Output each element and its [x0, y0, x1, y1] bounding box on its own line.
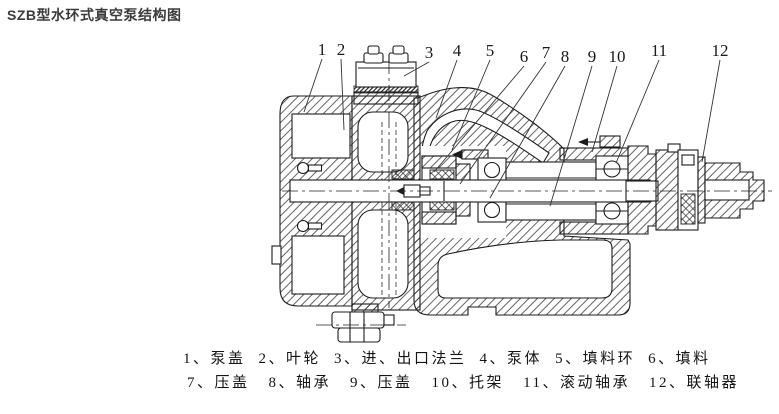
callout-number-9: 9	[588, 47, 597, 66]
legend-item-5: 5、填料环	[555, 351, 636, 367]
coupling-elastic-element	[680, 193, 696, 225]
packing-ring-top	[421, 155, 457, 169]
drain-fitting	[331, 303, 395, 343]
callout-number-7: 7	[542, 43, 551, 62]
callout-number-4: 4	[453, 41, 462, 60]
packing-top	[429, 169, 455, 180]
callout-number-8: 8	[561, 47, 570, 66]
coupling-key	[667, 143, 681, 153]
callout-number-1: 1	[318, 40, 327, 59]
legend-row-1: 1、泵盖 2、叶轮 3、进、出口法兰 4、泵体 5、填料环 6、填料	[183, 347, 739, 371]
legend-item-7: 7、压盖	[187, 375, 250, 391]
callout-leader-1	[303, 58, 323, 113]
pump-shaft	[289, 179, 659, 203]
legend-item-9: 9、压盖	[350, 375, 413, 391]
callout-leader-8	[489, 65, 566, 199]
callout-leader-9	[549, 65, 593, 207]
callout-leader-4	[435, 59, 458, 119]
coupling-bore	[704, 179, 750, 201]
stud-arrow	[452, 150, 462, 159]
flange-bolt-right	[388, 45, 409, 64]
centerlines	[282, 58, 772, 326]
legend-item-4: 4、泵体	[479, 351, 543, 367]
legend-item-10: 10、托架	[431, 375, 505, 391]
legend-item-6: 6、填料	[648, 351, 711, 367]
legend-item-12: 12、联轴器	[649, 375, 740, 391]
stuffing-box	[420, 146, 506, 238]
cover-lug	[271, 245, 282, 265]
callout-number-3: 3	[425, 43, 434, 62]
callout-leader-7	[459, 61, 547, 185]
legend-item-2: 2、叶轮	[258, 351, 322, 367]
callout-leader-3	[403, 61, 430, 77]
callout-leader-12	[701, 59, 721, 163]
callout-number-2: 2	[337, 40, 346, 59]
grease-fitting	[578, 135, 621, 148]
callout-leader-2	[340, 58, 345, 131]
callout-leader-10	[591, 65, 618, 153]
legend-item-1: 1、泵盖	[183, 351, 246, 367]
discharge-port	[357, 209, 409, 299]
impeller-section	[351, 95, 421, 311]
callout-number-6: 6	[520, 47, 529, 66]
callout-leader-11	[615, 59, 660, 164]
legend-item-8: 8、轴承	[268, 375, 332, 391]
hub-seal-top	[391, 169, 415, 180]
callout-number-10: 10	[609, 47, 626, 66]
cover-screw-bottom	[296, 219, 310, 233]
page-title: SZB型水环式真空泵结构图	[7, 7, 182, 23]
callout-number-11: 11	[651, 41, 667, 60]
callout-leader-5	[451, 59, 491, 151]
callout-leader-6	[433, 65, 525, 173]
packing-ring-bottom	[421, 211, 457, 225]
legend-item-3: 3、进、出口法兰	[334, 351, 467, 367]
suction-port	[357, 111, 409, 173]
flange-bolt-left	[363, 45, 384, 64]
legend: 1、泵盖 2、叶轮 3、进、出口法兰 4、泵体 5、填料环 6、填料 7、压盖 8、轴承 9、…	[183, 347, 739, 395]
coupling-hub	[655, 149, 679, 231]
callout-number-5: 5	[486, 41, 495, 60]
cover-screw-top	[296, 161, 310, 175]
inlet-outlet-flange	[353, 45, 419, 105]
callout-number-12: 12	[712, 41, 729, 60]
legend-item-11: 11、滚动轴承	[523, 375, 631, 391]
coupling	[655, 143, 765, 231]
legend-row-2: 7、压盖 8、轴承 9、压盖 10、托架 11、滚动轴承 12、联轴器	[183, 371, 739, 395]
